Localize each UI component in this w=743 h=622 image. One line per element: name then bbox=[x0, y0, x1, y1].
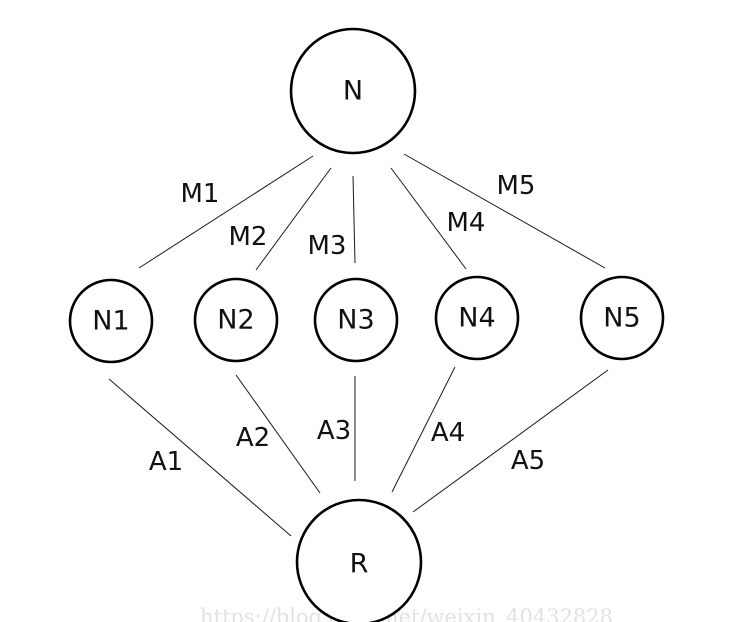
node-n1: N1 bbox=[68, 278, 154, 364]
edge-label-m5: M5 bbox=[497, 171, 536, 201]
node-n3-label: N3 bbox=[337, 305, 374, 336]
node-n3: N3 bbox=[313, 277, 399, 363]
edge-label-a4: A4 bbox=[431, 418, 465, 448]
edge-label-m1: M1 bbox=[181, 179, 220, 209]
edge-a5 bbox=[412, 369, 609, 513]
node-n-label: N bbox=[343, 76, 363, 107]
node-r-label: R bbox=[350, 549, 369, 580]
edge-m2 bbox=[255, 167, 332, 271]
edge-label-a5: A5 bbox=[511, 446, 545, 476]
edge-label-a2: A2 bbox=[236, 423, 270, 453]
edge-a4 bbox=[391, 366, 456, 493]
node-n5-label: N5 bbox=[603, 303, 640, 334]
edge-a1 bbox=[108, 378, 292, 537]
edge-label-m4: M4 bbox=[447, 208, 486, 238]
edge-m3 bbox=[352, 175, 356, 264]
node-n5: N5 bbox=[579, 275, 665, 361]
node-n2: N2 bbox=[193, 277, 279, 363]
edge-label-a1: A1 bbox=[149, 447, 183, 477]
node-r: R bbox=[295, 498, 423, 622]
node-n4-label: N4 bbox=[458, 303, 495, 334]
node-n4: N4 bbox=[434, 275, 520, 361]
node-n2-label: N2 bbox=[217, 305, 254, 336]
edge-a2 bbox=[235, 374, 321, 494]
edge-label-m2: M2 bbox=[229, 222, 268, 252]
node-n1-label: N1 bbox=[92, 306, 129, 337]
edge-m1 bbox=[138, 155, 314, 269]
edge-m5 bbox=[403, 153, 606, 269]
node-n: N bbox=[289, 27, 417, 155]
edge-label-m3: M3 bbox=[308, 231, 347, 261]
watermark-text: https://blog.csdn.net/weixin_40432828 bbox=[200, 605, 613, 622]
edge-label-a3: A3 bbox=[317, 416, 351, 446]
edge-m4 bbox=[390, 167, 467, 270]
